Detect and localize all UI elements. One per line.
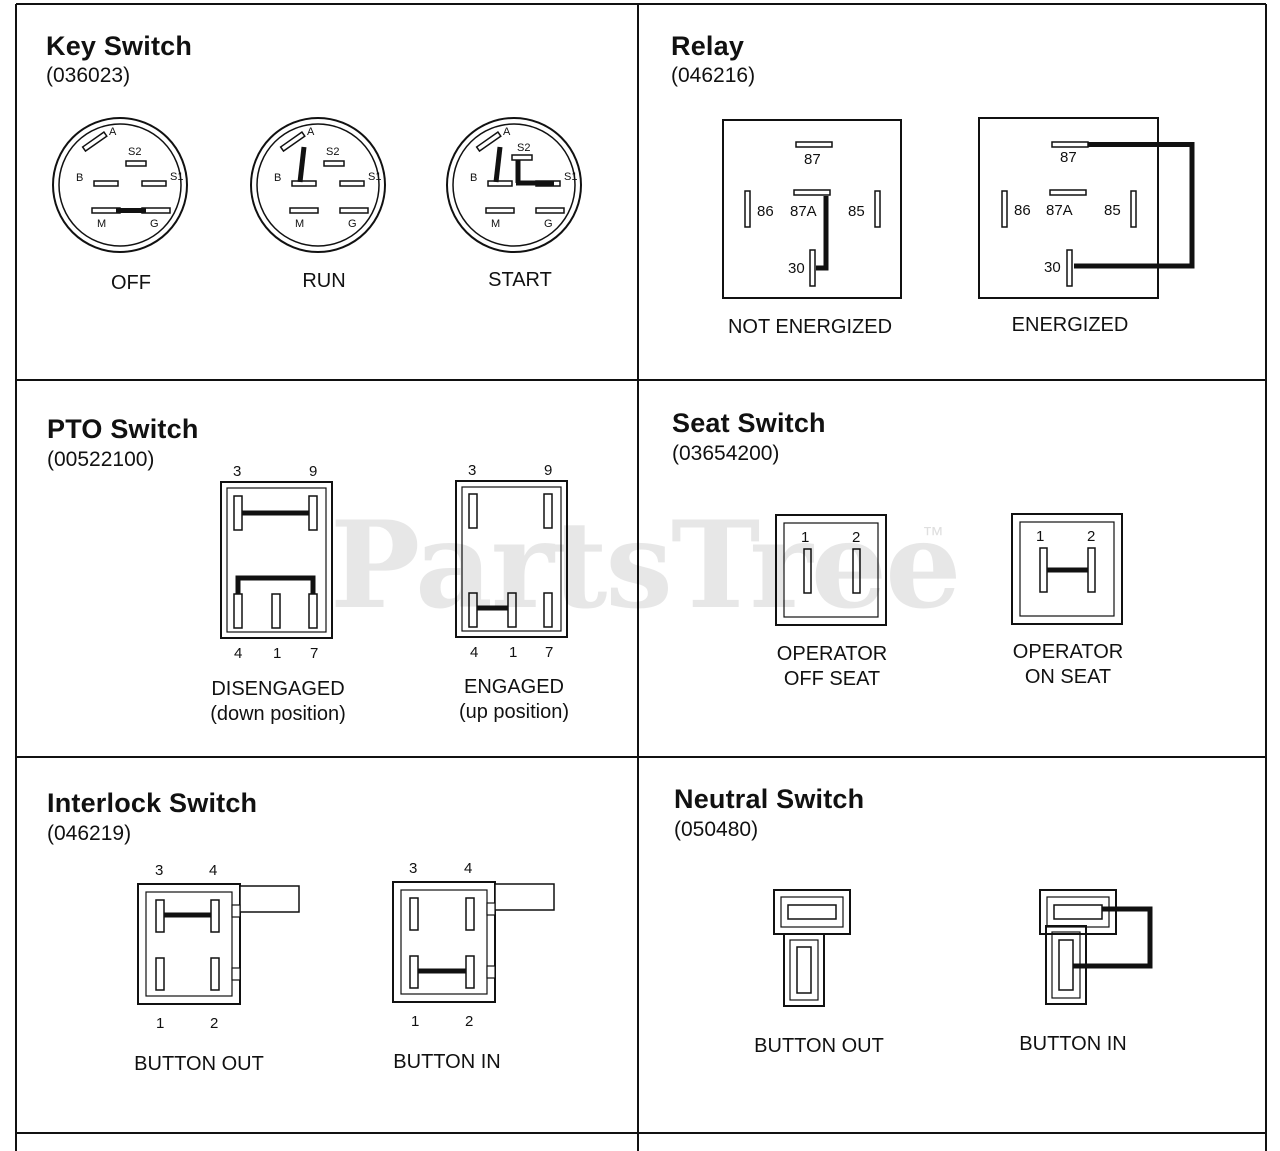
interlock-state-button-in: BUTTON IN [393,1051,501,1073]
interlock-terminal-3: 3 [409,860,417,877]
key-terminal-s1: S1 [564,171,577,183]
seat-state-on-seat-line1: OPERATOR [1012,641,1124,663]
relay-not-energized-diagram: 87 86 87A 85 30 [722,119,902,299]
neutral-switch-button-out-diagram [773,889,851,1007]
pto-terminal-1: 1 [273,645,281,662]
seat-terminal-1: 1 [1036,528,1044,545]
seat-state-off-seat-line1: OPERATOR [776,643,888,665]
pto-switch-title: PTO Switch [47,414,199,444]
relay-terminal-87: 87 [804,151,821,168]
key-terminal-g: G [544,218,553,230]
relay-terminal-85: 85 [1104,202,1121,219]
relay-terminal-87a: 87A [1046,202,1073,219]
key-terminal-b: B [470,172,477,184]
key-terminal-a: A [109,126,117,138]
pto-terminal-7: 7 [310,645,318,662]
key-terminal-m: M [491,218,500,230]
key-terminal-g: G [150,218,159,230]
relay-energized-diagram: 87 86 87A 85 30 [978,117,1195,299]
seat-state-on-seat-line2: ON SEAT [1024,666,1112,688]
neutral-state-button-in: BUTTON IN [1019,1033,1127,1055]
pto-state-engaged: ENGAGED [463,676,565,698]
relay-terminal-87: 87 [1060,149,1077,166]
relay-terminal-86: 86 [757,203,774,220]
pto-switch-disengaged-diagram: 3 9 4 1 7 [220,463,333,662]
pto-terminal-3: 3 [468,462,476,479]
interlock-switch-button-out-diagram: 3 4 1 2 [137,862,300,1032]
key-terminal-b: B [274,172,281,184]
key-terminal-m: M [97,218,106,230]
key-terminal-s1: S1 [368,171,381,183]
interlock-terminal-3: 3 [155,862,163,879]
pto-terminal-1: 1 [509,644,517,661]
key-switch-part-number: (036023) [46,64,131,87]
seat-switch-part-number: (03654200) [672,442,780,465]
key-terminal-s1: S1 [170,171,183,183]
key-switch-start-diagram: A S2 B S1 M G [446,117,582,253]
neutral-switch-title: Neutral Switch [674,784,865,814]
relay-terminal-85: 85 [848,203,865,220]
key-terminal-a: A [307,126,315,138]
pto-switch-part-number: (00522100) [47,448,155,471]
neutral-switch-button-in-diagram [1039,889,1153,1005]
pto-terminal-9: 9 [309,463,317,480]
seat-state-off-seat-line2: OFF SEAT [783,668,881,690]
interlock-terminal-1: 1 [411,1013,419,1030]
relay-state-energized: ENERGIZED [1011,314,1129,336]
pto-switch-engaged-diagram: 3 9 4 1 7 [455,462,568,661]
watermark-trademark: ™ [922,522,944,547]
interlock-terminal-2: 2 [210,1015,218,1032]
key-terminal-s2: S2 [517,142,530,154]
relay-title: Relay [671,31,745,61]
relay-terminal-86: 86 [1014,202,1031,219]
key-state-off: OFF [111,272,151,294]
interlock-terminal-1: 1 [156,1015,164,1032]
seat-switch-on-seat-diagram: 1 2 [1011,513,1123,625]
key-switch-run-diagram: A S2 B S1 M G [250,117,386,253]
relay-state-not-energized: NOT ENERGIZED [727,316,893,338]
key-switch-off-diagram: A S2 B S1 M G [52,117,188,253]
interlock-terminal-2: 2 [465,1013,473,1030]
seat-switch-title: Seat Switch [672,408,826,438]
neutral-switch-part-number: (050480) [674,818,759,841]
interlock-terminal-4: 4 [209,862,217,879]
key-terminal-m: M [295,218,304,230]
interlock-switch-part-number: (046219) [47,822,132,845]
key-switch-title: Key Switch [46,31,193,61]
seat-terminal-1: 1 [801,529,809,546]
key-terminal-b: B [76,172,83,184]
interlock-switch-button-in-diagram: 3 4 1 2 [392,860,555,1030]
interlock-switch-title: Interlock Switch [47,788,258,818]
relay-terminal-87a: 87A [790,203,817,220]
interlock-terminal-4: 4 [464,860,472,877]
pto-state-engaged-note: (up position) [458,701,570,723]
key-terminal-g: G [348,218,357,230]
key-state-run: RUN [302,270,346,292]
pto-state-disengaged-note: (down position) [210,703,346,725]
pto-terminal-4: 4 [234,645,242,662]
relay-terminal-30: 30 [1044,259,1061,276]
key-terminal-a: A [503,126,511,138]
relay-part-number: (046216) [671,64,756,87]
pto-terminal-9: 9 [544,462,552,479]
relay-terminal-30: 30 [788,260,805,277]
key-terminal-s2: S2 [128,146,141,158]
seat-terminal-2: 2 [852,529,860,546]
key-state-start: START [488,269,552,291]
interlock-state-button-out: BUTTON OUT [134,1053,264,1075]
pto-terminal-7: 7 [545,644,553,661]
watermark: PartsTree [330,495,961,636]
neutral-state-button-out: BUTTON OUT [754,1035,884,1057]
seat-switch-off-seat-diagram: 1 2 [775,514,887,626]
pto-state-disengaged: DISENGAGED [211,678,345,700]
panel-grid [15,3,1267,1151]
pto-terminal-3: 3 [233,463,241,480]
key-terminal-s2: S2 [326,146,339,158]
pto-terminal-4: 4 [470,644,478,661]
seat-terminal-2: 2 [1087,528,1095,545]
